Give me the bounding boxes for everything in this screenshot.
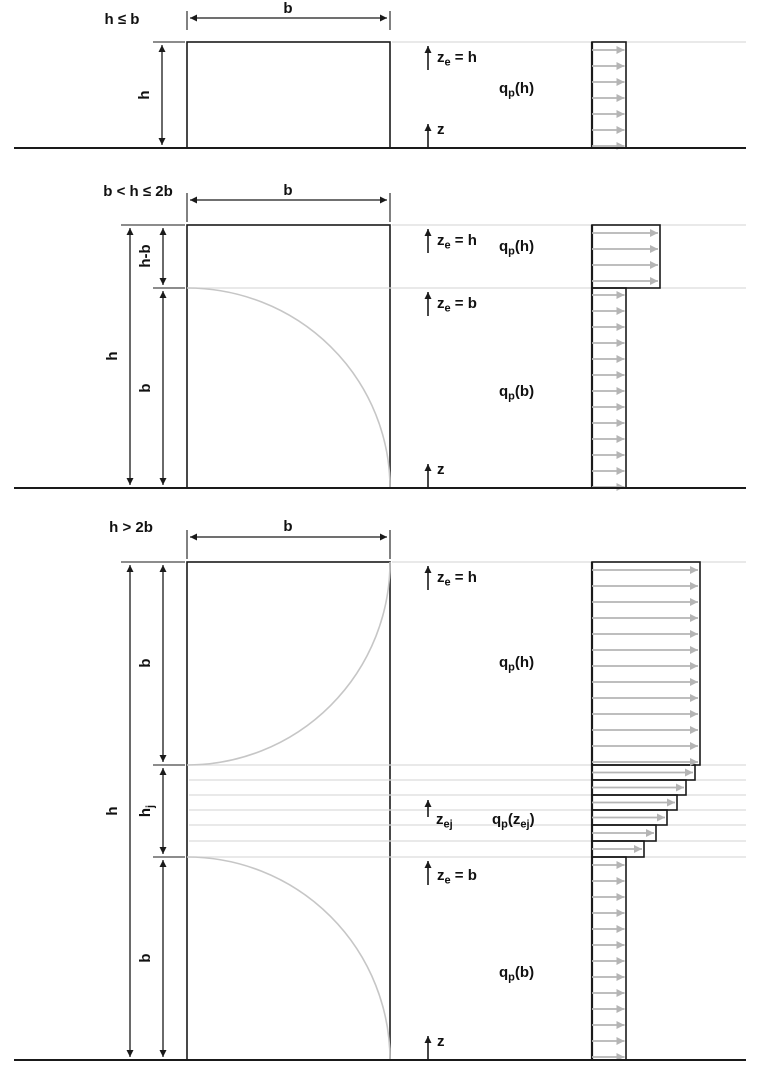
- dim-label-b: b: [283, 182, 292, 199]
- label-qp-b: qp(b): [499, 383, 534, 403]
- dim-label-h: h: [104, 806, 121, 815]
- label-ze-h: ze = h: [437, 232, 477, 252]
- dim-label-b-upper: b: [137, 658, 154, 667]
- pressure-block-qpb: [591, 856, 627, 1061]
- building-outline: [186, 561, 391, 1061]
- panel-title: h ≤ b: [105, 11, 140, 28]
- pressure-arrows-qph: [592, 46, 625, 150]
- label-qp-b: qp(b): [499, 964, 534, 984]
- dim-label-h: h: [104, 351, 121, 360]
- label-z: z: [437, 461, 445, 478]
- label-qp-h: qp(h): [499, 654, 534, 674]
- building-outline: [186, 41, 391, 149]
- label-qp-h: qp(h): [499, 80, 534, 100]
- dim-label-hj: hj: [137, 805, 157, 817]
- dim-label-b-left: b: [137, 383, 154, 392]
- panel-title: b < h ≤ 2b: [103, 183, 173, 200]
- label-ze-b: ze = b: [437, 867, 477, 887]
- pressure-arrows-qpb: [592, 861, 625, 1061]
- panel-title: h > 2b: [109, 519, 153, 536]
- panel-h-le-b: h ≤ b b h ze = h z qp(h): [14, 0, 746, 150]
- label-ze-h: ze = h: [437, 49, 477, 69]
- quarter-arc-lower: [186, 856, 391, 1061]
- label-z: z: [437, 121, 445, 138]
- panel-b-lt-h-le-2b: b < h ≤ 2b b h h-b b ze = h ze = b z qp(…: [14, 182, 746, 491]
- label-qp-h: qp(h): [499, 238, 534, 258]
- panel-h-gt-2b: h > 2b b h b hj b ze = h zej ze = b z qp…: [14, 518, 746, 1061]
- pressure-arrows-qph: [592, 566, 698, 766]
- quarter-arc-upper: [186, 561, 391, 766]
- label-qp-zej: qp(zej): [492, 811, 535, 831]
- label-ze-b: ze = b: [437, 295, 477, 315]
- label-ze-j: zej: [436, 811, 453, 831]
- building-outline: [186, 224, 391, 489]
- pressure-block-qpb: [591, 287, 627, 489]
- pressure-arrows-qph: [592, 229, 658, 285]
- dim-label-h: h: [136, 90, 153, 99]
- pressure-steps-qpzej: [591, 764, 696, 858]
- quarter-arc: [186, 287, 391, 489]
- label-ze-h: ze = h: [437, 569, 477, 589]
- pressure-arrows-qpb: [592, 291, 625, 491]
- dim-label-b: b: [283, 518, 292, 535]
- dim-label-b: b: [283, 0, 292, 17]
- dim-label-b-lower: b: [137, 953, 154, 962]
- pressure-block-qph: [591, 41, 627, 149]
- pressure-block-qph: [591, 561, 701, 766]
- label-z: z: [437, 1033, 445, 1050]
- pressure-block-qph: [591, 224, 661, 289]
- dim-label-h-minus-b: h-b: [137, 244, 154, 267]
